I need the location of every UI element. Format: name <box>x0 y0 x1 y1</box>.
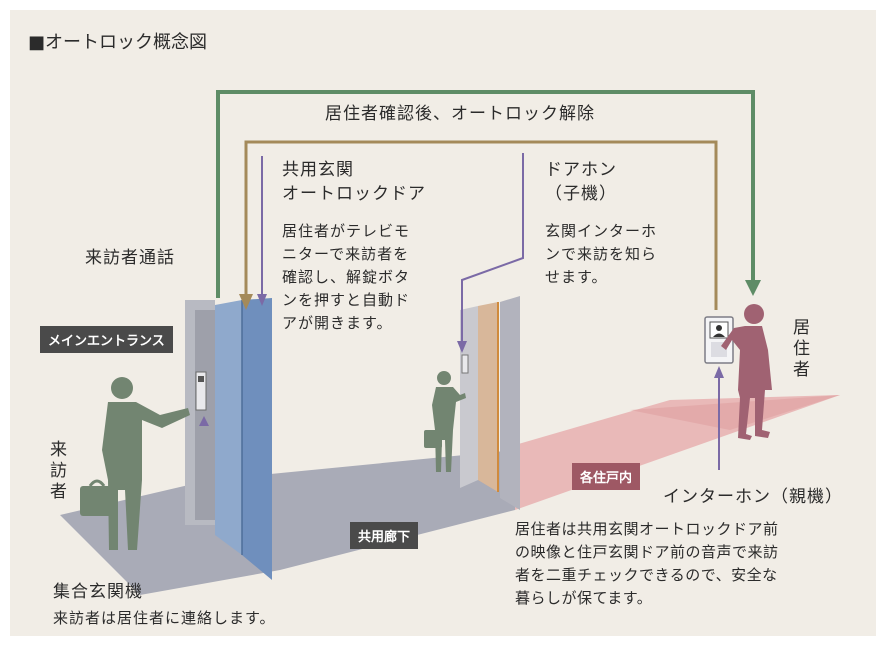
panel-description: 来訪者は居住者に連絡します。 <box>53 609 276 627</box>
visitor-label: 来 訪 者 <box>50 440 68 502</box>
green-arrow-label: 居住者確認後、オートロック解除 <box>325 104 595 124</box>
visitor-call-label: 来訪者通話 <box>85 248 175 268</box>
unit-interior-label: 各住戸内 <box>572 463 641 490</box>
visitor-figure-small <box>424 371 466 472</box>
brown-arrow <box>244 140 718 310</box>
green-arrow <box>216 90 755 298</box>
unit-door-open <box>478 302 498 492</box>
corridor-label: 共用廊下 <box>350 522 419 549</box>
intercom-description: 居住者は共用玄関オートロックドア前 の映像と住戸玄関ドア前の音声で来訪 者を二重… <box>515 520 779 607</box>
entrance-door-heading: 共用玄関 オートロックドア <box>282 160 426 204</box>
entrance-panel-wall <box>195 310 215 520</box>
doorphone-description: 玄関インターホ ンで来訪を知ら せます。 <box>545 222 658 286</box>
diagram-title: ■オートロック概念図 <box>28 32 208 53</box>
green-arrow-head <box>745 280 761 296</box>
panel-pointer-icon <box>199 416 209 426</box>
purple-arrow-doorphone <box>461 153 524 345</box>
brown-arrow-head <box>239 294 253 310</box>
doorphone-heading: ドアホン （子機） <box>545 160 617 204</box>
entrance-door-description: 居住者がテレビモ ニターで来訪者を 確認し、解錠ボタ ンを押すと自動ド アが開き… <box>282 222 411 332</box>
entrance-intercom-panel <box>195 371 207 411</box>
entrance-door-left <box>215 300 242 555</box>
auto-lock-concept-diagram: ■オートロック概念図 居住者確認後、オートロック解除 来訪者通話 共用玄関 オー… <box>10 10 876 636</box>
panel-heading: 集合玄関機 <box>53 582 143 602</box>
entrance-door-right <box>242 298 272 580</box>
unit-door-frame <box>460 306 478 488</box>
doorphone-unit <box>461 354 469 374</box>
visitor-figure <box>80 377 190 550</box>
corridor-floor <box>60 450 515 595</box>
unit-floor-edge <box>630 395 840 430</box>
unit-door-leaf <box>500 296 520 510</box>
main-entrance-label: メインエントランス <box>40 326 173 353</box>
resident-label: 居 住 者 <box>793 318 811 380</box>
intercom-heading: インターホン（親機） <box>663 487 843 507</box>
resident-figure <box>721 304 772 440</box>
